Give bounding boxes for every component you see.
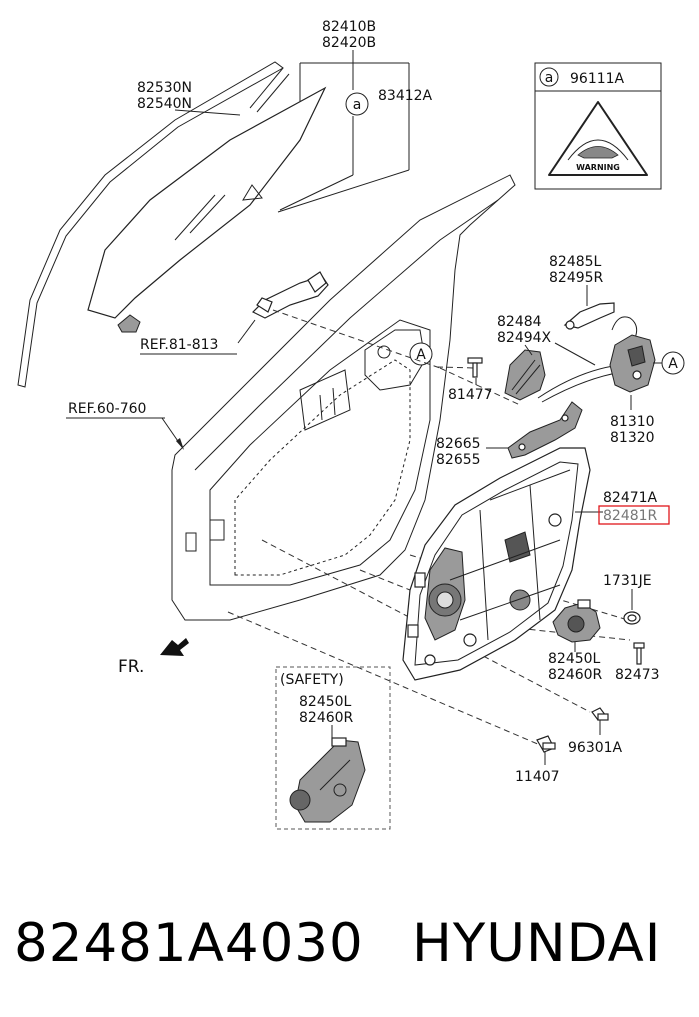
rail-bracket: [507, 401, 583, 459]
label-ref-81-813: REF.81-813: [140, 337, 218, 353]
label-safety-82460R: 82460R: [299, 710, 354, 726]
label-safety: (SAFETY): [280, 672, 344, 688]
grommet-1731JE: [623, 611, 641, 625]
label-1731JE: 1731JE: [603, 573, 652, 589]
inner-handle-part: [504, 349, 546, 401]
label-96301A: 96301A: [568, 740, 623, 756]
label-82540N: 82540N: [137, 96, 192, 112]
warning-text: WARNING: [576, 163, 620, 172]
window-motor: [552, 599, 601, 643]
label-82420B: 82420B: [322, 35, 376, 51]
label-82471A: 82471A: [603, 490, 658, 506]
callout-a-label: a: [353, 97, 362, 113]
callout-circle-a: [345, 92, 369, 116]
window-regulator-panel: [402, 447, 591, 681]
screw-81477: [467, 357, 483, 378]
label-82484: 82484: [497, 314, 542, 330]
bolt-82473: [633, 642, 645, 665]
warning-box-circle-a: a: [545, 70, 554, 86]
window-run-channel: [17, 61, 290, 388]
label-82481R-highlighted: 82481R: [603, 508, 658, 524]
label-81320: 81320: [610, 430, 655, 446]
caption-part-number: 82481A4030: [14, 913, 364, 974]
label-96111A: 96111A: [570, 71, 625, 87]
outside-door-handle: [251, 271, 329, 319]
door-glass: [87, 86, 327, 333]
door-body: [171, 174, 516, 621]
label-81310: 81310: [610, 414, 655, 430]
door-latch: [537, 316, 656, 403]
label-82495R: 82495R: [549, 270, 604, 286]
outside-handle-part: [563, 302, 615, 330]
label-82485L: 82485L: [549, 254, 602, 270]
label-82530N: 82530N: [137, 80, 192, 96]
label-ref-60-760: REF.60-760: [68, 401, 146, 417]
label-82655: 82655: [436, 452, 481, 468]
label-82410B: 82410B: [322, 19, 376, 35]
label-83412A: 83412A: [378, 88, 433, 104]
safety-inset-box: [275, 666, 391, 830]
bolt-96301A: [591, 707, 609, 721]
callout-A-latch-label: A: [668, 356, 678, 372]
caption-brand: HYUNDAI: [412, 913, 661, 974]
label-front: FR.: [118, 657, 144, 677]
label-safety-82450L: 82450L: [299, 694, 352, 710]
label-82665: 82665: [436, 436, 481, 452]
highlight-box: [598, 505, 670, 525]
label-82450L: 82450L: [548, 651, 601, 667]
label-81477: 81477: [448, 387, 493, 403]
label-11407: 11407: [515, 769, 560, 785]
warning-triangle-icon: [548, 101, 648, 176]
label-82473: 82473: [615, 667, 660, 683]
front-arrow-icon: [160, 638, 189, 656]
label-82494X: 82494X: [497, 330, 552, 346]
callout-A-door-label: A: [416, 347, 426, 363]
label-82460R: 82460R: [548, 667, 603, 683]
warning-label-box: a 96111A WARNING: [534, 62, 662, 190]
bolt-11407: [536, 735, 556, 753]
